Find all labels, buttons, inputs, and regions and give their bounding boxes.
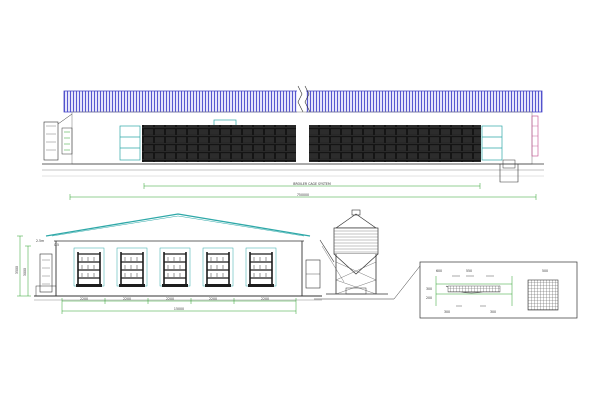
detail-label: 300 [426, 287, 432, 291]
elevation-center-label: BROILER CAGE SYSTEM [293, 182, 331, 186]
section-right-fan [305, 259, 321, 289]
section-left-mark: 2.5m [36, 239, 44, 243]
left-end-fans [43, 113, 73, 161]
detail-label: 600 [436, 269, 442, 273]
floor-mesh-detail [527, 279, 559, 311]
section-top-mark: 0.5 [54, 243, 59, 247]
section-roof [45, 213, 311, 237]
cage-stack [245, 247, 277, 287]
detail-label: 200 [426, 296, 432, 300]
elevation-dimensions [69, 183, 537, 200]
cage-row-left [142, 125, 296, 162]
cage-stack [202, 247, 234, 287]
detail-label: 300 [490, 310, 496, 314]
section-height-label: 3000 [23, 268, 27, 276]
detail-label: 300 [444, 310, 450, 314]
detail-label: 500 [542, 269, 548, 273]
detail-label: 550 [466, 269, 472, 273]
cage-stack [73, 247, 105, 287]
detail-panel: 600 550 500 300 200 300 300 [314, 261, 578, 319]
foundation-detail [435, 275, 513, 307]
bay-label: 2200 [261, 297, 269, 301]
bay-label: 2200 [166, 297, 174, 301]
cage-stack [159, 247, 191, 287]
bay-label: 2200 [80, 297, 88, 301]
bay-label: 2200 [209, 297, 217, 301]
cage-row-right [309, 125, 481, 162]
right-end-pit [499, 115, 539, 183]
house-cross-section: 2200 2200 2200 2200 2200 15000 3500 3000… [15, 213, 322, 314]
section-height-label: 3500 [15, 266, 19, 274]
bay-label: 2200 [123, 297, 131, 301]
elevation-total-label: 750000 [297, 193, 309, 197]
feed-silo [319, 209, 388, 295]
cage-stack [116, 247, 148, 287]
section-dimensions [17, 235, 297, 314]
section-left-inlet [35, 253, 57, 297]
section-span-label: 15000 [174, 307, 184, 311]
house-elevation: BROILER CAGE SYSTEM 750000 [42, 85, 544, 200]
